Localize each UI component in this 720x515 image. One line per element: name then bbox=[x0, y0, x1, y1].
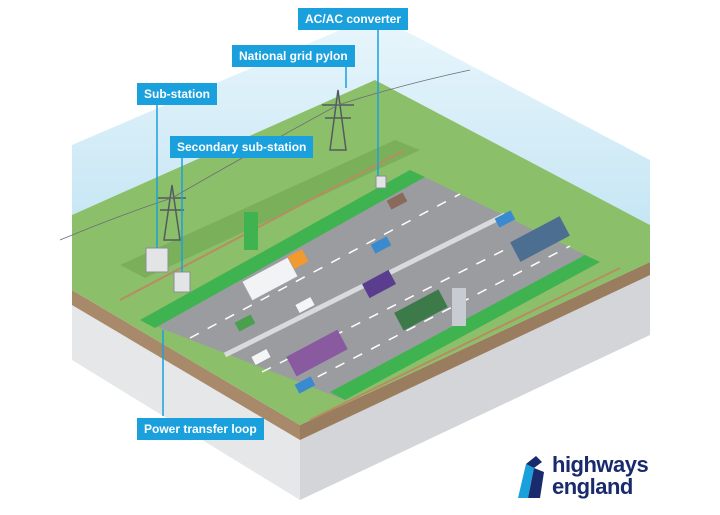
callout-secondary-sub-station: Secondary sub-station bbox=[170, 136, 314, 158]
car bbox=[386, 192, 408, 210]
callout-ac-converter: AC/AC converter bbox=[298, 8, 409, 30]
bus-green bbox=[394, 289, 448, 331]
truck-white bbox=[241, 256, 299, 302]
soil-edge-left bbox=[72, 290, 300, 440]
car bbox=[234, 314, 256, 332]
grass-bank-back bbox=[120, 140, 420, 278]
truck-orange-cab bbox=[287, 249, 309, 269]
gantry-sign bbox=[452, 288, 466, 326]
car bbox=[370, 236, 392, 254]
car bbox=[494, 210, 516, 228]
truck-steel-blue bbox=[510, 216, 570, 262]
car bbox=[294, 376, 316, 394]
car bbox=[250, 347, 272, 367]
logo-word-highways: highways bbox=[552, 452, 649, 477]
substation-box bbox=[145, 247, 169, 273]
sky-panel bbox=[72, 15, 650, 225]
callout-sub-station: Sub-station bbox=[137, 83, 217, 105]
car bbox=[294, 295, 316, 315]
gantry-sign bbox=[244, 212, 258, 250]
soil-edge-right bbox=[300, 262, 650, 440]
callout-national-grid-pylon: National grid pylon bbox=[232, 45, 355, 67]
callout-power-transfer-loop: Power transfer loop bbox=[137, 418, 264, 440]
ground-left-face bbox=[72, 300, 300, 500]
fence-back bbox=[119, 149, 406, 301]
fence-front bbox=[309, 267, 621, 421]
van-purple bbox=[362, 269, 396, 299]
highways-england-logo-mark-icon bbox=[518, 456, 544, 498]
ground-right-face bbox=[300, 270, 650, 500]
secondary-substation-box bbox=[173, 271, 191, 293]
charging-lane-right bbox=[330, 255, 600, 400]
truck-purple bbox=[286, 329, 348, 377]
ac-converter-box bbox=[375, 175, 387, 189]
logo-word-england: england bbox=[552, 474, 633, 499]
charging-lane-left bbox=[140, 170, 425, 328]
highways-england-logo: highways england bbox=[512, 452, 672, 502]
